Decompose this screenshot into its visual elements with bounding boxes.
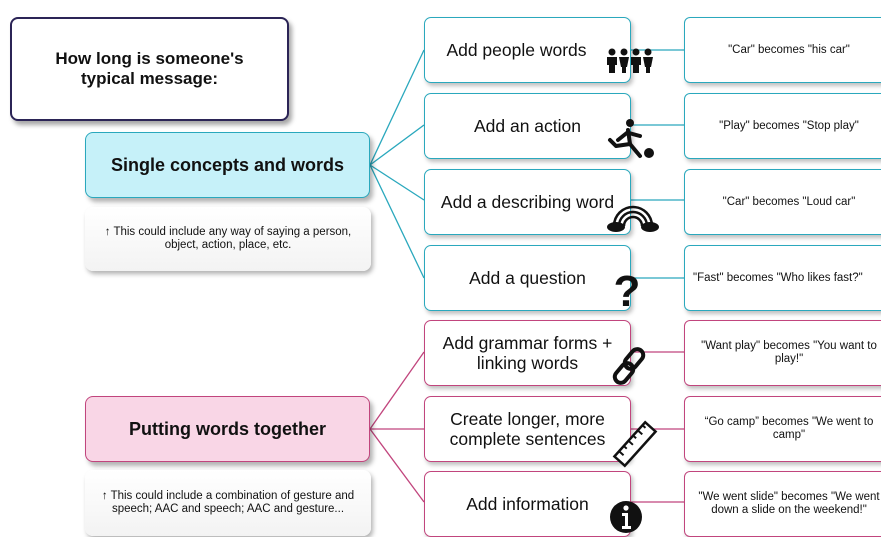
skill-add-grammar-forms: Add grammar forms + linking words <box>424 320 631 386</box>
diagram-title-text: How long is someone's typical message: <box>55 49 244 88</box>
skill-label: Add information <box>466 494 589 514</box>
pink-connectors <box>369 351 685 503</box>
example-text: "Play" becomes "Stop play" <box>719 119 859 132</box>
chain-link-icon <box>612 347 646 385</box>
category-note-text: ↑ This could include a combination of ge… <box>101 490 355 515</box>
example-box: "Car" becomes "Loud car" <box>684 169 881 235</box>
category-note: ↑ This could include any way of saying a… <box>85 207 371 271</box>
skill-label: Add people words <box>446 40 587 60</box>
example-text: “Go camp” becomes "We went to camp" <box>704 416 874 441</box>
skill-add-information: Add information <box>424 471 631 537</box>
example-box: “Go camp” becomes "We went to camp" <box>684 396 881 462</box>
skill-label: Create longer, more complete sentences <box>449 409 606 449</box>
category-label: Single concepts and words <box>110 154 345 175</box>
example-text: "Car" becomes "Loud car" <box>722 195 856 208</box>
skill-add-an-action: Add an action <box>424 93 631 159</box>
example-box: "Want play" becomes "You want to play!" <box>684 320 881 386</box>
example-text: "We went slide" becomes "We went down a … <box>698 491 880 516</box>
category-single-concepts: Single concepts and words <box>85 132 370 198</box>
skill-label: Add a describing word <box>440 192 615 212</box>
rainbow-icon <box>607 205 659 232</box>
diagram-title: How long is someone's typical message: <box>10 17 289 121</box>
skill-label: Add grammar forms + linking words <box>442 333 613 373</box>
example-box: "We went slide" becomes "We went down a … <box>684 471 881 537</box>
question-mark-icon: ? <box>614 268 641 312</box>
skill-add-describing-word: Add a describing word <box>424 169 631 235</box>
people-icon <box>607 48 653 73</box>
category-note-text: ↑ This could include any way of saying a… <box>104 226 352 251</box>
skill-add-people-words: Add people words <box>424 17 631 83</box>
ruler-icon <box>612 420 658 468</box>
example-box: "Fast" becomes "Who likes fast?" <box>684 245 881 311</box>
skill-label: Add an action <box>473 116 582 136</box>
example-text: "Want play" becomes "You want to play!" <box>701 340 877 365</box>
category-label: Putting words together <box>129 418 326 439</box>
example-box: "Play" becomes "Stop play" <box>684 93 881 159</box>
blue-connectors <box>369 49 685 279</box>
example-text: "Fast" becomes "Who likes fast?" <box>693 271 863 284</box>
skill-create-longer-sentences: Create longer, more complete sentences <box>424 396 631 462</box>
skill-add-question: Add a question <box>424 245 631 311</box>
example-box: "Car" becomes "his car" <box>684 17 881 83</box>
category-putting-words-together: Putting words together <box>85 396 370 462</box>
category-note: ↑ This could include a combination of ge… <box>85 470 371 536</box>
skill-label: Add a question <box>469 268 586 288</box>
example-text: "Car" becomes "his car" <box>728 43 850 56</box>
info-icon <box>610 501 642 533</box>
kicking-person-icon <box>608 119 654 158</box>
svg-text:?: ? <box>614 268 641 312</box>
